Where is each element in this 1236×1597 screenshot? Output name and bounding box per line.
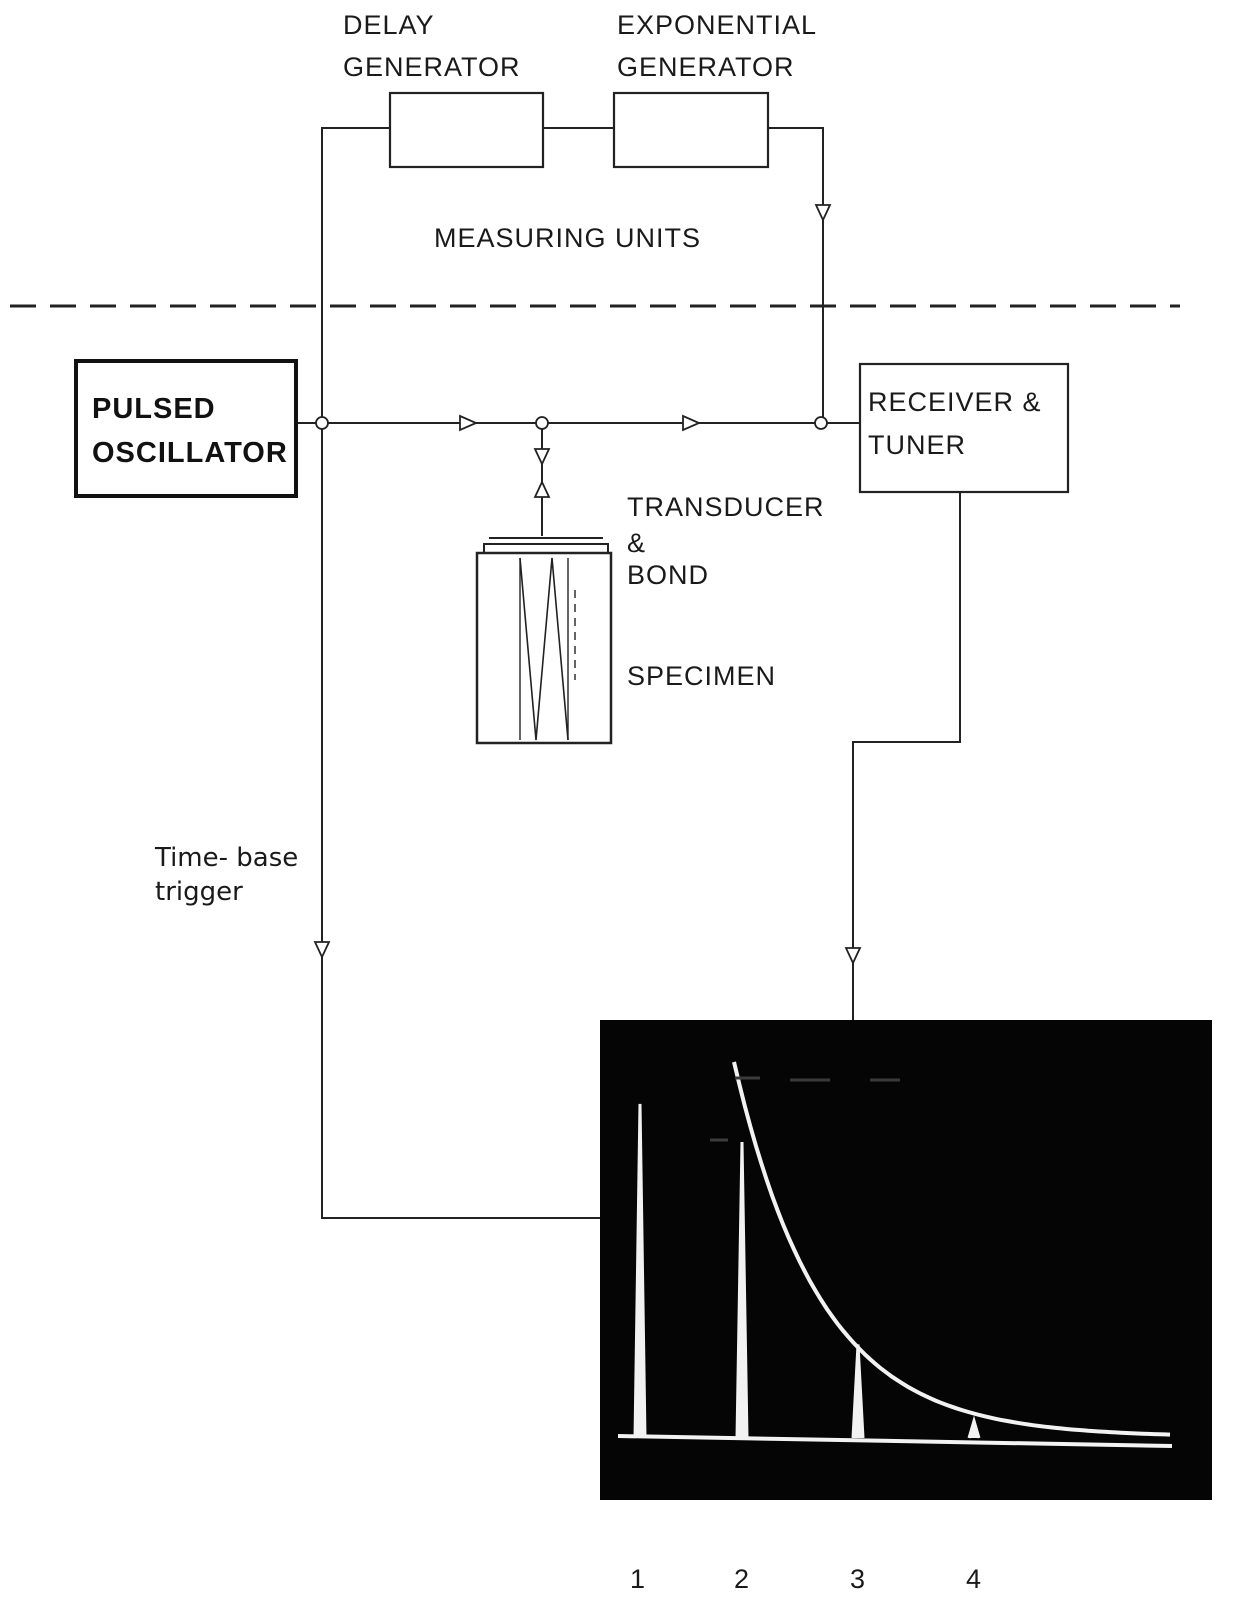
transducer-plate [484, 544, 608, 553]
exponential-generator-box [614, 93, 768, 167]
delay-generator-box [390, 93, 543, 167]
echo-number-1: 1 [630, 1564, 646, 1594]
specimen-drawing [477, 538, 611, 743]
exponential-generator-label-1: EXPONENTIAL [617, 10, 817, 40]
specimen-label: SPECIMEN [627, 661, 776, 691]
pulsed-oscillator-label-2: OSCILLATOR [92, 437, 288, 469]
junction-center [536, 417, 548, 429]
echo-number-3: 3 [850, 1564, 866, 1594]
arrow-up-transducer [535, 482, 549, 497]
time-base-label-2: trigger [155, 877, 243, 907]
oscilloscope-screen [600, 1020, 1212, 1500]
transducer-label-3: BOND [627, 560, 709, 590]
echo-number-2: 2 [734, 1564, 750, 1594]
arrow-right-2 [683, 416, 699, 430]
delay-generator-label-2: GENERATOR [343, 52, 521, 82]
junction-left [316, 417, 328, 429]
pulsed-oscillator-label-1: PULSED [92, 393, 216, 425]
junction-right [815, 417, 827, 429]
arrow-down-receiver [846, 948, 860, 963]
oscilloscope-display [600, 1020, 1212, 1500]
delay-generator-label-1: DELAY [343, 10, 435, 40]
receiver-tuner-box [860, 364, 1068, 492]
receiver-tuner-label-1: RECEIVER & [868, 387, 1042, 417]
pulsed-oscillator-box [76, 361, 296, 496]
arrow-down-transducer [535, 449, 549, 464]
measuring-units-label: MEASURING UNITS [434, 223, 701, 253]
transducer-label-2: & [627, 528, 646, 558]
transducer-label-1: TRANSDUCER [627, 492, 825, 522]
arrow-down-exp [816, 205, 830, 220]
arrow-right-1 [460, 416, 476, 430]
time-base-label-1: Time- base [154, 843, 298, 873]
exponential-generator-label-2: GENERATOR [617, 52, 795, 82]
receiver-tuner-label-2: TUNER [868, 430, 966, 460]
echo-number-4: 4 [966, 1564, 982, 1594]
arrow-down-timebase [315, 942, 329, 957]
